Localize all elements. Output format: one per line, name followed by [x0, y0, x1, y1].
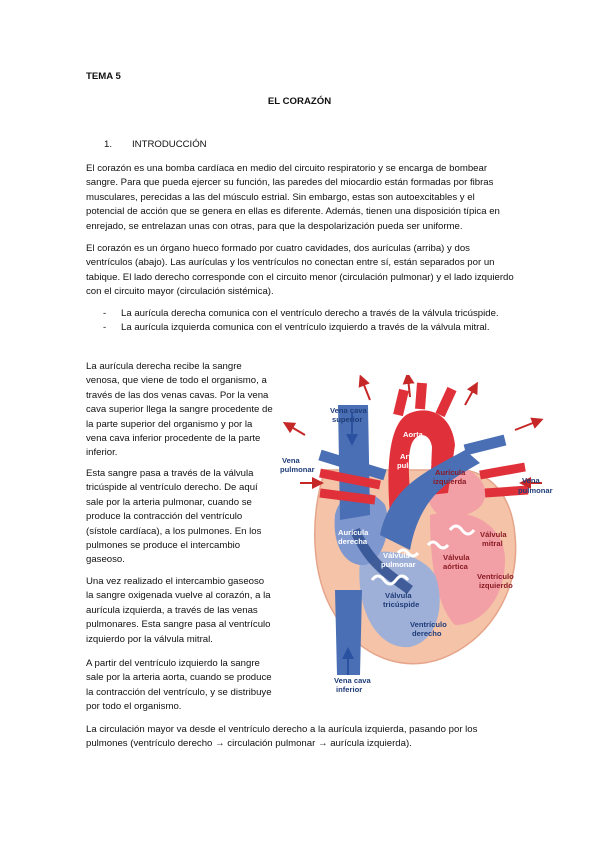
column-paragraph-1: La aurícula derecha recibe la sangre ven… — [86, 361, 273, 459]
label-arteria-pulmonar: Arteria — [400, 452, 425, 461]
section-label: INTRODUCCIÓN — [132, 139, 207, 150]
svg-text:inferior: inferior — [336, 685, 362, 694]
intro-paragraph-1: El corazón es una bomba cardíaca en medi… — [86, 163, 500, 232]
pulmonary-valve — [396, 548, 420, 558]
column-paragraph-2: Esta sangre pasa a través de la válvula … — [86, 468, 262, 566]
topic-number: TEMA 5 — [86, 71, 121, 82]
pulmonary-vein-left — [319, 468, 381, 490]
mitral-valve — [448, 524, 476, 536]
intro-paragraph-2: El corazón es un órgano hueco formado po… — [86, 243, 514, 298]
tricuspid-valve — [370, 574, 410, 586]
svg-text:derecha: derecha — [338, 537, 368, 546]
svg-text:aórtica: aórtica — [443, 562, 469, 571]
svg-text:izquierda: izquierda — [433, 477, 467, 486]
svg-text:mitral: mitral — [482, 539, 503, 548]
label-vena-cava-superior: Vena cava — [330, 406, 368, 415]
aortic-valve — [426, 540, 450, 550]
column-paragraph-3: Una vez realizado el intercambio gaseoso… — [86, 576, 271, 645]
label-vena-pulmonar-right: Vena — [522, 476, 541, 485]
valve-list: -La aurícula derecha comunica con el ven… — [86, 307, 514, 336]
label-ventriculo-derecho: Ventrículo — [410, 620, 447, 629]
closing-paragraph: La circulación mayor va desde el ventríc… — [86, 724, 478, 750]
label-auricula-derecha: Aurícula — [338, 528, 369, 537]
svg-text:pulmonar: pulmonar — [397, 461, 432, 470]
label-ventriculo-izquierdo: Ventrículo — [477, 572, 514, 581]
label-aorta: Aorta — [403, 430, 424, 439]
pulmonary-vein-right — [479, 462, 526, 480]
heart-illustration: Vena cava superior Aorta Arteria pulmona… — [280, 375, 553, 694]
svg-text:pulmonar: pulmonar — [518, 486, 553, 495]
list-item: -La aurícula derecha comunica con el ven… — [103, 308, 499, 319]
label-valvula-pulmonar: Válvula — [383, 551, 410, 560]
column-paragraph-4: A partir del ventrículo izquierdo la san… — [86, 658, 272, 713]
label-vena-pulmonar-left: Vena — [282, 456, 301, 465]
heart-diagram: Vena cava superior Aorta Arteria pulmona… — [280, 375, 555, 695]
svg-text:pulmonar: pulmonar — [280, 465, 315, 474]
section-heading: 1. INTRODUCCIÓN — [104, 138, 207, 152]
label-valvula-tricuspide: Válvula — [385, 591, 412, 600]
section-number: 1. — [104, 139, 113, 150]
inferior-vena-cava — [335, 590, 362, 675]
svg-text:superior: superior — [332, 415, 362, 424]
pulmonary-artery — [380, 450, 480, 550]
svg-text:derecho: derecho — [412, 629, 442, 638]
label-vena-cava-inferior: Vena cava — [334, 676, 372, 685]
label-valvula-aortica: Válvula — [443, 553, 470, 562]
page-title: EL CORAZÓN — [267, 96, 332, 107]
left-ventricle — [430, 512, 505, 625]
label-auricula-izquierda: Aurícula — [435, 468, 466, 477]
svg-text:izquierdo: izquierdo — [479, 581, 513, 590]
list-item: -La aurícula izquierda comunica con el v… — [103, 322, 490, 334]
label-valvula-mitral: Válvula — [480, 530, 507, 539]
svg-text:tricúspide: tricúspide — [383, 600, 419, 609]
svg-text:pulmonar: pulmonar — [381, 560, 416, 569]
